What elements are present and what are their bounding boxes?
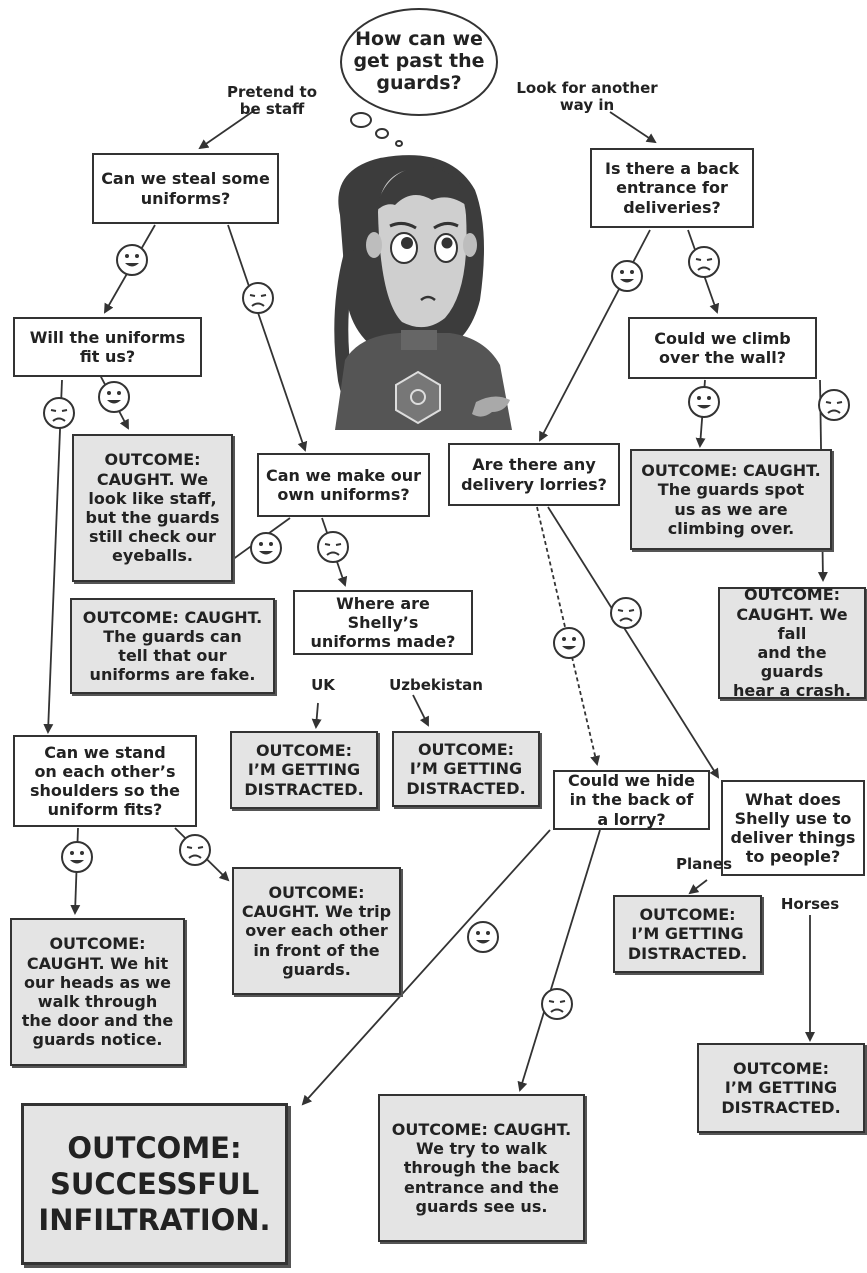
node-back-entrance-text: Is there a back entrance for deliveries? [605,159,739,217]
node-climb-wall-text: Could we climb over the wall? [654,328,791,367]
outcome-back-entrance-caught-text: OUTCOME: CAUGHT. We try to walk through … [391,1120,572,1216]
node-uniforms-fit: Will the uniforms fit us? [13,317,202,377]
branch-label-pretend: Pretend to be staff [226,83,318,119]
node-uniforms-fit-text: Will the uniforms fit us? [29,327,186,366]
edge-pretend [198,109,256,150]
edge-label-horses: Horses [780,895,840,913]
node-make-uniforms: Can we make our own uniforms? [257,453,430,517]
outcome-hit-heads-text: OUTCOME: CAUGHT. We hit our heads as we … [21,934,174,1050]
outcome-distracted-planes: OUTCOME: I’M GETTING DISTRACTED. [613,895,762,973]
outcome-distracted-uzbekistan-text: OUTCOME: I’M GETTING DISTRACTED. [406,740,526,798]
node-back-entrance: Is there a back entrance for deliveries? [590,148,754,228]
girl-illustration [334,155,512,430]
outcome-distracted-uk: OUTCOME: I’M GETTING DISTRACTED. [230,731,378,809]
node-where-made: Where are Shelly’s uniforms made? [293,590,473,655]
outcome-eyeballs-text: OUTCOME: CAUGHT. We look like staff, but… [85,450,220,566]
outcome-distracted-uk-text: OUTCOME: I’M GETTING DISTRACTED. [244,741,364,799]
edge-label-uzbekistan: Uzbekistan [389,676,483,694]
outcome-fake-uniforms: OUTCOME: CAUGHT. The guards can tell tha… [70,598,275,694]
edge-uzbekistan [412,694,429,727]
edge-lorry-yes [536,506,601,766]
node-stand-shoulders-text: Can we stand on each other’s shoulders s… [29,742,181,820]
branch-label-look: Look for another way in [516,79,658,115]
outcome-distracted-planes-text: OUTCOME: I’M GETTING DISTRACTED. [627,905,748,963]
node-shelly-deliver-text: What does Shelly use to deliver things t… [730,789,856,867]
node-where-made-text: Where are Shelly’s uniforms made? [310,593,456,652]
edge-label-planes: Planes [675,855,733,873]
outcome-eyeballs: OUTCOME: CAUGHT. We look like staff, but… [72,434,233,582]
edge-look [609,111,657,144]
central-question: How can we get past the guards? [353,28,485,94]
edge-label-uk: UK [311,676,335,694]
outcome-back-entrance-caught: OUTCOME: CAUGHT. We try to walk through … [378,1094,585,1242]
edge-hide-no [517,829,601,1092]
node-climb-wall: Could we climb over the wall? [628,317,817,379]
outcome-distracted-uzbekistan: OUTCOME: I’M GETTING DISTRACTED. [392,731,540,807]
outcome-distracted-horses: OUTCOME: I’M GETTING DISTRACTED. [697,1043,865,1133]
outcome-trip-text: OUTCOME: CAUGHT. We trip over each other… [241,883,392,979]
outcome-crash-text: OUTCOME: CAUGHT. We fall and the guards … [732,585,852,701]
edge-steal-no [227,224,308,452]
central-question-bubble: How can we get past the guards? [340,8,498,116]
outcome-crash: OUTCOME: CAUGHT. We fall and the guards … [718,585,866,701]
edge-uk [311,702,322,729]
thought-bubble-dot-small [395,140,403,147]
outcome-climbing-text: OUTCOME: CAUGHT. The guards spot us as w… [641,461,821,538]
edge-lorry-no [547,506,720,779]
outcome-climbing: OUTCOME: CAUGHT. The guards spot us as w… [630,449,832,550]
outcome-hit-heads: OUTCOME: CAUGHT. We hit our heads as we … [10,918,185,1066]
node-delivery-lorries-text: Are there any delivery lorries? [461,455,607,494]
node-steal-uniforms-text: Can we steal some uniforms? [101,169,270,208]
thought-bubble-dot-large [350,112,372,128]
edge-hide-yes [301,829,551,1106]
edge-planes [688,879,708,895]
outcome-successful-infiltration: OUTCOME: SUCCESSFUL INFILTRATION. [21,1103,288,1265]
node-hide-lorry: Could we hide in the back of a lorry? [553,770,710,830]
outcome-trip: OUTCOME: CAUGHT. We trip over each other… [232,867,401,995]
node-make-uniforms-text: Can we make our own uniforms? [265,465,422,504]
outcome-fake-uniforms-text: OUTCOME: CAUGHT. The guards can tell tha… [82,607,263,685]
outcome-successful-infiltration-text: OUTCOME: SUCCESSFUL INFILTRATION. [38,1130,271,1238]
node-delivery-lorries: Are there any delivery lorries? [448,443,620,506]
node-shelly-deliver: What does Shelly use to deliver things t… [721,780,865,876]
outcome-distracted-horses-text: OUTCOME: I’M GETTING DISTRACTED. [721,1059,841,1117]
node-steal-uniforms: Can we steal some uniforms? [92,153,279,224]
node-stand-shoulders: Can we stand on each other’s shoulders s… [13,735,197,827]
edge-fit-no [43,379,63,734]
thought-bubble-dot-medium [375,128,389,139]
node-hide-lorry-text: Could we hide in the back of a lorry? [567,771,695,829]
